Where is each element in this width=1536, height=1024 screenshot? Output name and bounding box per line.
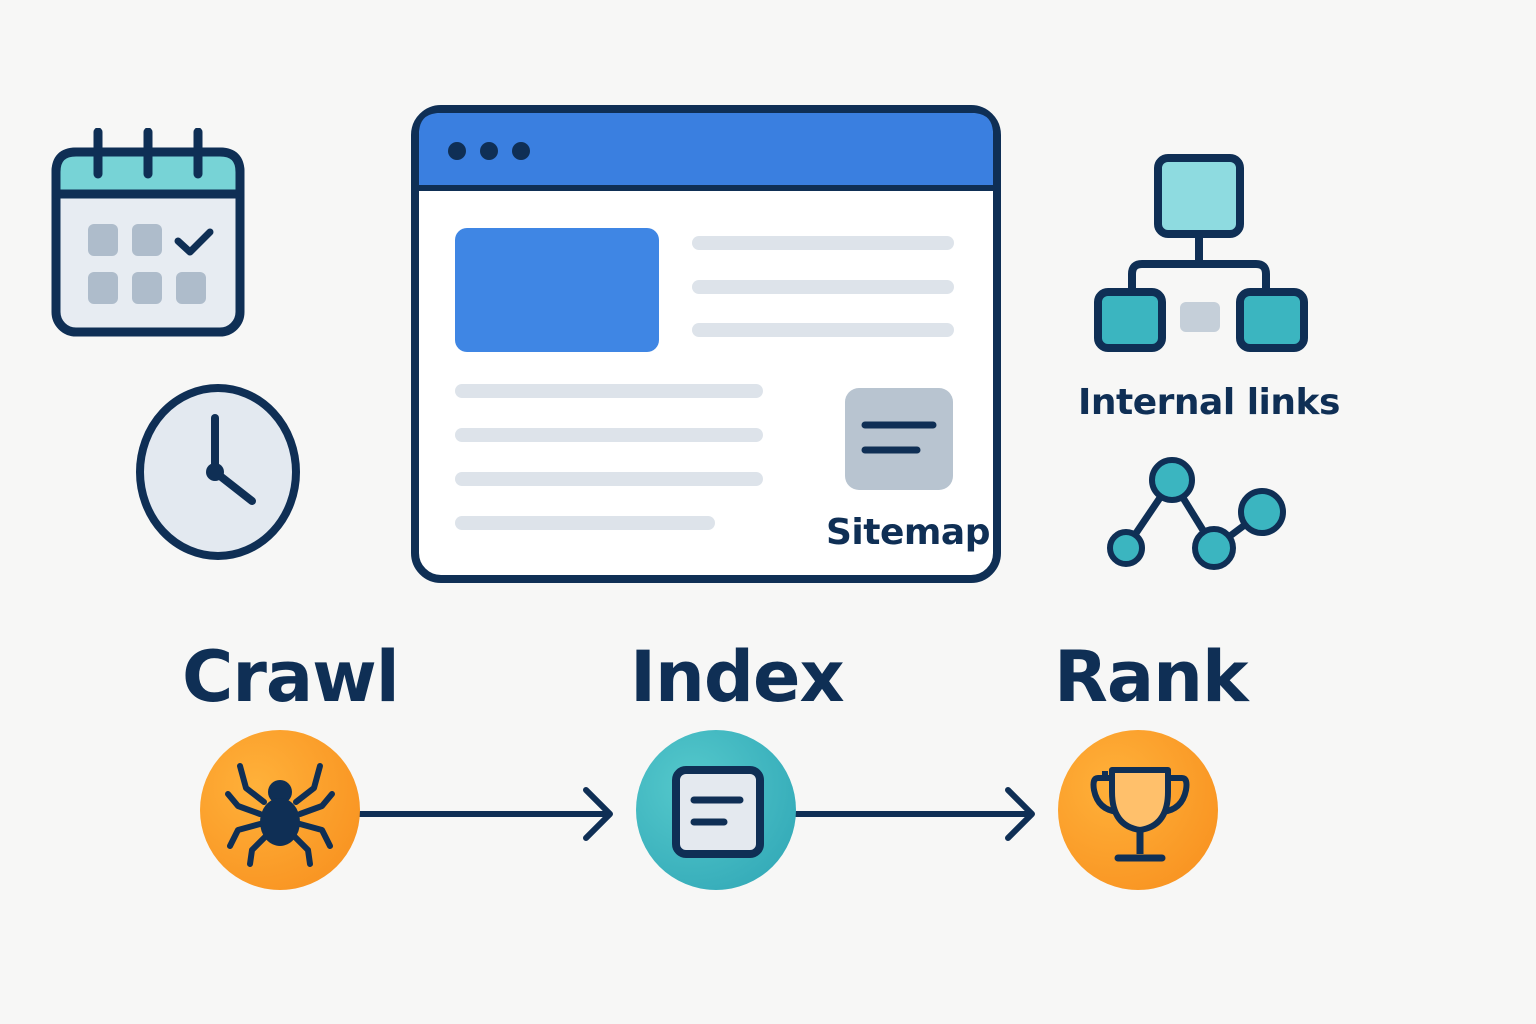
sitemap-label: Sitemap (826, 512, 990, 553)
document-icon (672, 766, 764, 858)
network-graph-icon (1104, 454, 1290, 578)
clock-icon (134, 382, 304, 564)
stage-label-crawl: Crawl (182, 636, 400, 718)
calendar-icon (50, 128, 250, 338)
stage-label-rank: Rank (1054, 636, 1249, 718)
internal-links-label: Internal links (1078, 382, 1340, 423)
arrow-crawl-to-index (356, 784, 618, 844)
sitemap-icon (845, 388, 955, 492)
arrow-index-to-rank (792, 784, 1038, 844)
hierarchy-icon (1090, 152, 1310, 357)
stage-label-index: Index (630, 636, 845, 718)
trophy-icon (1090, 764, 1190, 866)
spider-icon (224, 758, 336, 868)
